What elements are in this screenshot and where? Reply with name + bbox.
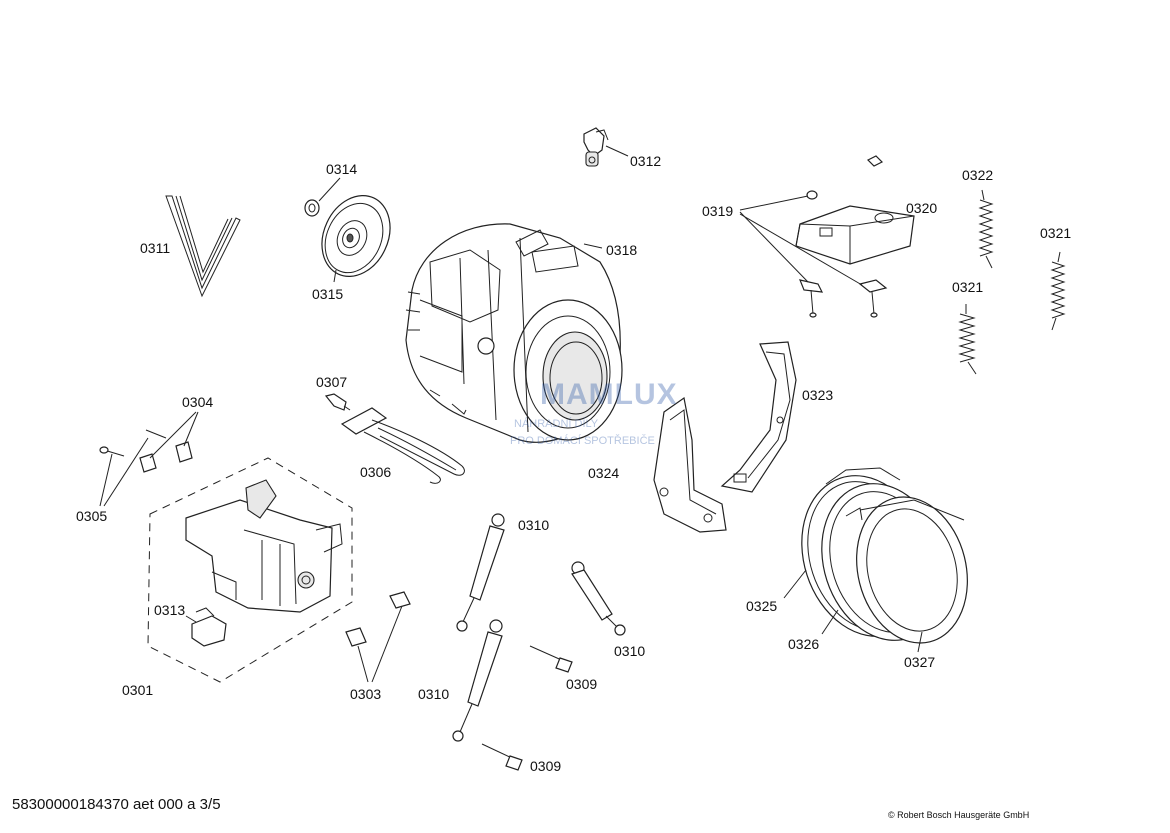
leader-0319 (739, 195, 863, 286)
part-label-0310-bottom[interactable]: 0310 (418, 686, 450, 702)
leader-0313 (185, 615, 197, 623)
part-label-0322[interactable]: 0322 (962, 167, 994, 183)
part-label-0305[interactable]: 0305 (76, 508, 108, 524)
ntc-sensor-drawing[interactable] (324, 393, 351, 411)
part-label-0310-top[interactable]: 0310 (518, 517, 550, 533)
leader-0314 (318, 177, 341, 202)
part-label-0313[interactable]: 0313 (154, 602, 186, 618)
leader-0304 (149, 411, 199, 459)
part-label-0327[interactable]: 0327 (904, 654, 936, 670)
part-label-0309-lower[interactable]: 0309 (530, 758, 562, 774)
part-label-0321-right[interactable]: 0321 (1040, 225, 1072, 241)
spring-0322-drawing[interactable] (978, 189, 994, 269)
connector-drawing[interactable] (191, 607, 227, 647)
part-label-0307[interactable]: 0307 (316, 374, 348, 390)
sensor-drawing[interactable] (583, 127, 609, 167)
heater-drawing[interactable] (340, 407, 465, 484)
part-label-0303[interactable]: 0303 (350, 686, 382, 702)
leader-0305 (99, 437, 149, 507)
screw-0305-drawing[interactable] (99, 446, 125, 457)
bolt-upper-drawing[interactable] (529, 645, 573, 673)
part-label-0320[interactable]: 0320 (906, 200, 938, 216)
shock-absorber-top-drawing[interactable] (456, 513, 505, 632)
counterweight-drawing[interactable] (795, 155, 915, 265)
copyright-notice: © Robert Bosch Hausgeräte GmbH (888, 810, 1030, 820)
leader-0325 (783, 569, 807, 599)
part-label-0311[interactable]: 0311 (140, 240, 171, 256)
part-label-0324[interactable]: 0324 (588, 465, 620, 481)
part-label-0323[interactable]: 0323 (802, 387, 834, 403)
part-label-0318[interactable]: 0318 (606, 242, 638, 258)
part-label-0326[interactable]: 0326 (788, 636, 820, 652)
part-label-0321-left[interactable]: 0321 (952, 279, 984, 295)
part-label-0319[interactable]: 0319 (702, 203, 734, 219)
spring-0321-right-drawing[interactable] (1050, 251, 1066, 331)
pulley-drawing[interactable] (309, 184, 403, 287)
leader-0318 (583, 243, 603, 249)
shock-absorber-right-drawing[interactable] (571, 561, 626, 636)
part-label-0310-right[interactable]: 0310 (614, 643, 646, 659)
leader-0327 (917, 631, 923, 653)
bracket-0323-drawing[interactable] (720, 341, 797, 493)
tub-drawing[interactable] (405, 223, 623, 443)
part-label-0306[interactable]: 0306 (360, 464, 392, 480)
part-label-0315[interactable]: 0315 (312, 286, 344, 302)
part-label-0309-upper[interactable]: 0309 (566, 676, 598, 692)
leader-0326 (821, 609, 839, 635)
part-label-0314[interactable]: 0314 (326, 161, 358, 177)
part-label-0312[interactable]: 0312 (630, 153, 662, 169)
part-label-0304[interactable]: 0304 (182, 394, 214, 410)
part-label-0325[interactable]: 0325 (746, 598, 778, 614)
screw-set-drawing[interactable] (799, 190, 888, 318)
bush-0303-drawing[interactable] (345, 591, 411, 647)
leader-0312 (605, 145, 629, 157)
bush-0304-drawing[interactable] (139, 429, 193, 473)
drive-belt-drawing[interactable] (165, 195, 241, 298)
nut-drawing[interactable] (304, 199, 320, 217)
leader-0315 (333, 269, 337, 283)
bolt-lower-drawing[interactable] (481, 743, 523, 771)
spring-0321-left-drawing[interactable] (958, 304, 977, 375)
motor-drawing[interactable] (147, 457, 353, 683)
bracket-0324-drawing[interactable] (653, 396, 727, 533)
door-gasket-drawing[interactable] (842, 485, 983, 655)
part-label-0301[interactable]: 0301 (122, 682, 154, 698)
shock-absorber-bottom-drawing[interactable] (452, 619, 503, 742)
document-id: 58300000184370 aet 000 a 3/5 (12, 796, 221, 813)
leader-0303 (357, 605, 403, 683)
